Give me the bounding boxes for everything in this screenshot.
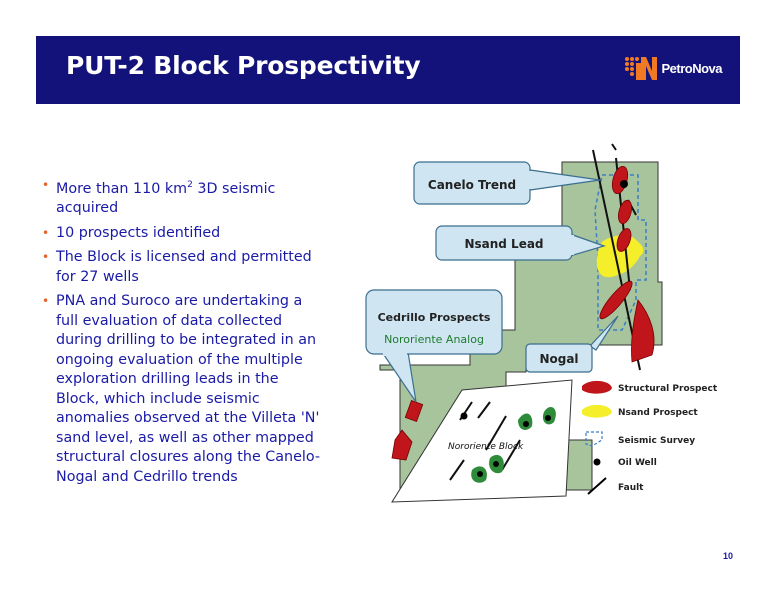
nororiente-block: Nororiente Block (391, 379, 573, 503)
oil-well-marker (620, 180, 628, 188)
structural-prospect-icon (582, 380, 612, 394)
fault-icon (587, 477, 607, 495)
map-legend: Structural Prospect Nsand Prospect Seism… (582, 380, 718, 495)
block-map: Nororiente Block Canelo Trend Nsand Lead… (365, 143, 718, 503)
structural-prospects (391, 165, 655, 461)
svg-text:Oil Well: Oil Well (618, 458, 657, 468)
callout-canelo-trend: Canelo Trend (413, 161, 601, 205)
callout-nsand-lead: Nsand Lead (435, 225, 606, 261)
bullet-item: •The Block is licensed and permitted for… (42, 249, 312, 285)
petronova-logo: PetroNova (624, 54, 722, 82)
svg-text:Fault: Fault (618, 483, 644, 493)
bullet-icon: • (42, 250, 50, 265)
nsand-lead-area (596, 235, 644, 278)
title-bar: PUT-2 Block Prospectivity PetroNova (36, 36, 740, 104)
petronova-logo-icon (625, 57, 658, 80)
svg-text:Seismic Survey: Seismic Survey (618, 436, 695, 446)
nsand-prospect-icon (582, 404, 612, 418)
logo-text: PetroNova (661, 60, 722, 76)
bullet-item: •More than 110 km2 3D seismic acquired (42, 178, 276, 217)
callout-cedrillo-prospects: Cedrillo Prospects Nororiente Analog (365, 289, 503, 403)
bullet-list: •More than 110 km2 3D seismic acquired •… (42, 176, 324, 492)
callout-nogal: Nogal (525, 315, 619, 373)
svg-text:Cedrillo Prospects: Cedrillo Prospects (378, 311, 491, 324)
bullet-icon: • (42, 294, 50, 309)
svg-text:Nogal: Nogal (539, 352, 578, 366)
page-title: PUT-2 Block Prospectivity (66, 51, 421, 80)
bullet-item: •PNA and Suroco are undertaking a full e… (42, 293, 321, 485)
svg-text:Nsand Lead: Nsand Lead (464, 237, 543, 251)
oil-well-icon (593, 458, 601, 466)
seismic-survey-outline (594, 174, 647, 331)
svg-text:Nsand Prospect: Nsand Prospect (618, 408, 698, 418)
svg-text:Structural Prospect: Structural Prospect (618, 384, 718, 394)
bullet-icon: • (42, 225, 50, 240)
nororiente-label: Nororiente Block (448, 442, 524, 452)
page-number: 10 (723, 551, 734, 561)
svg-text:Canelo Trend: Canelo Trend (428, 178, 516, 192)
svg-text:Nororiente Analog: Nororiente Analog (384, 333, 484, 346)
bullet-icon: • (42, 178, 50, 192)
bullet-item: •10 prospects identified (42, 224, 324, 244)
